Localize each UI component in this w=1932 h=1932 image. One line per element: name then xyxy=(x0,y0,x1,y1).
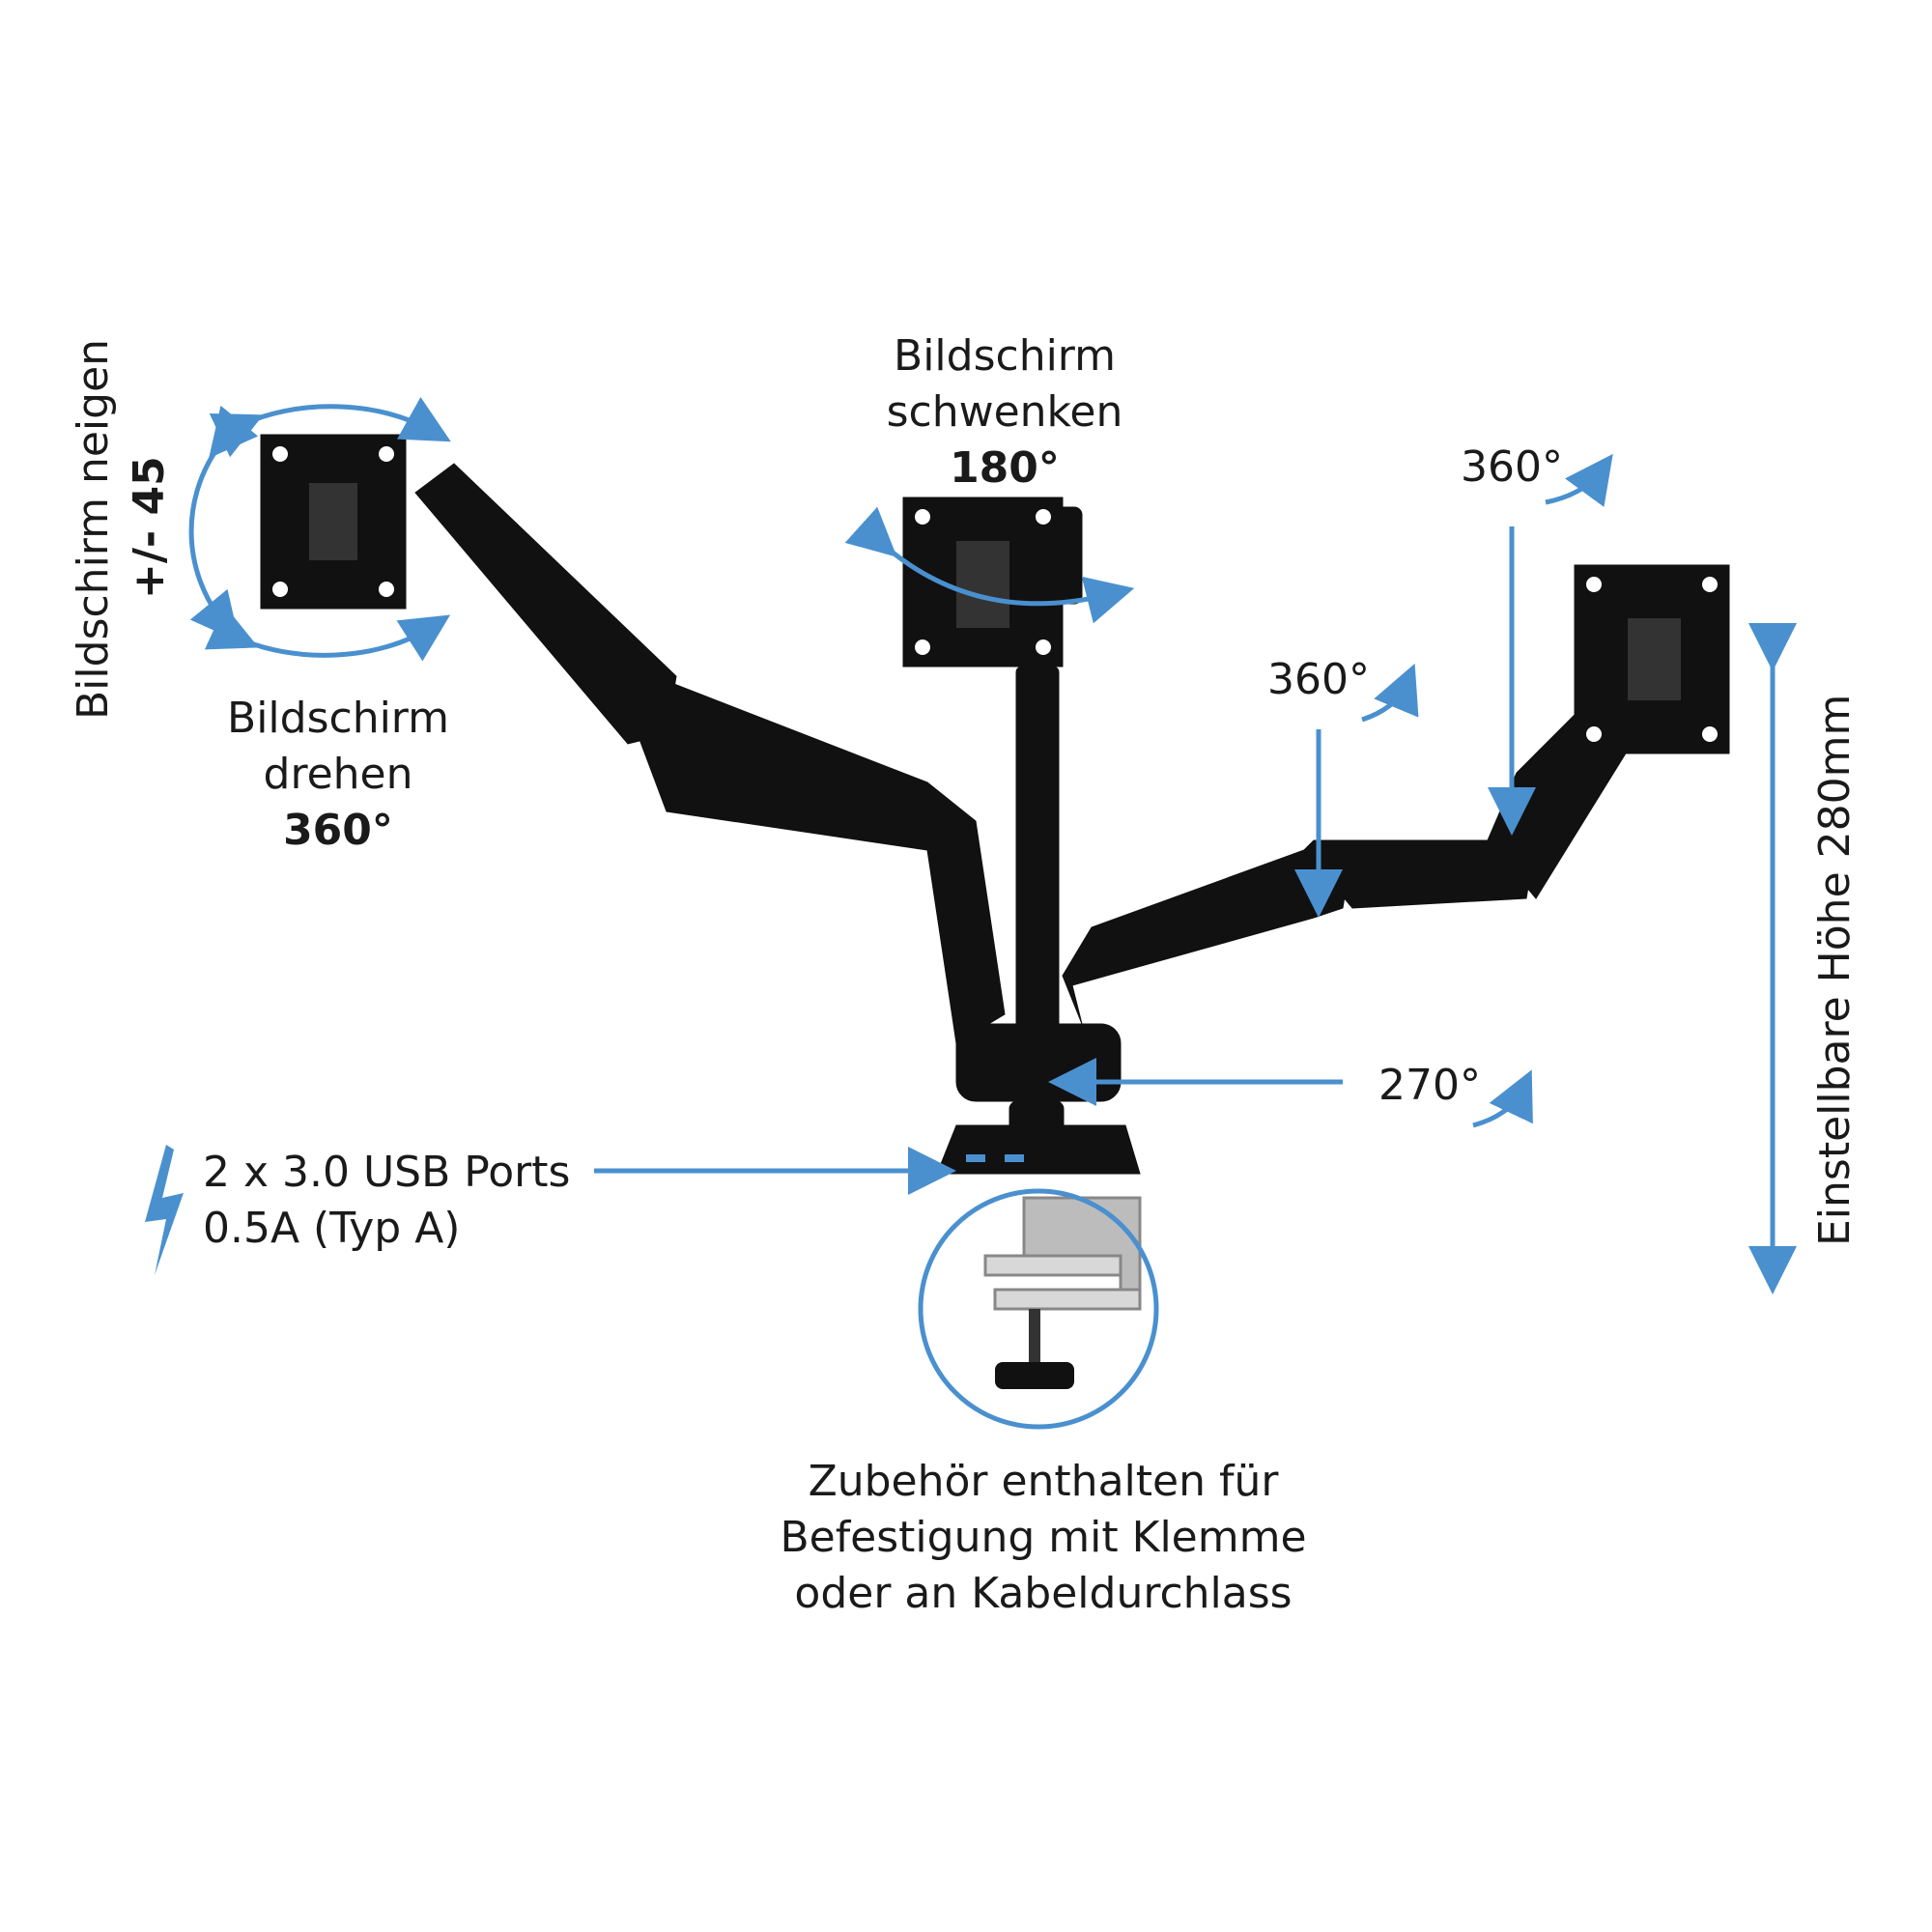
usb-hub xyxy=(936,1124,1141,1175)
usb-label: 2 x 3.0 USB Ports 0.5A (Typ A) xyxy=(203,1145,609,1257)
right-vesa-plate xyxy=(1574,564,1730,754)
tilt-value: +/- 45 xyxy=(125,456,174,599)
base-rotation-degree: 270° xyxy=(1378,1061,1481,1110)
joint-lower-degree: 360° xyxy=(1267,655,1370,704)
right-arm-lower xyxy=(1062,849,1353,1025)
swivel-label-value: 180° xyxy=(950,443,1060,493)
rotate-arc-top xyxy=(209,396,451,458)
rotate-label: Bildschirm drehen 360° xyxy=(193,691,483,859)
clamp-circle xyxy=(918,1188,1159,1430)
accessories-label-line2: Befestigung mit Klemme xyxy=(780,1513,1307,1562)
usb-label-line1: 2 x 3.0 USB Ports xyxy=(203,1148,571,1197)
rotate-arc-bottom xyxy=(204,605,451,662)
rotate-label-value: 360° xyxy=(283,806,393,855)
rotate-label-line1: Bildschirm xyxy=(227,694,449,743)
height-label: Einstellbare Höhe 280mm xyxy=(1810,694,1860,1246)
swivel-label: Bildschirm schwenken 180° xyxy=(850,328,1159,497)
accessories-label-line1: Zubehör enthalten für xyxy=(808,1457,1279,1506)
swivel-label-line1: Bildschirm xyxy=(894,331,1116,381)
usb-label-line2: 0.5A (Typ A) xyxy=(203,1204,461,1253)
tilt-value-text: +/- 45 xyxy=(125,456,174,599)
left-vesa-plate xyxy=(260,434,407,610)
accessories-label-line3: oder an Kabeldurchlass xyxy=(794,1569,1293,1618)
height-label-text: Einstellbare Höhe 280mm xyxy=(1810,694,1860,1246)
tilt-label: Bildschirm neigen xyxy=(69,338,118,720)
swivel-label-line2: schwenken xyxy=(886,387,1123,437)
lightning-bolt-icon xyxy=(145,1145,184,1275)
joint-upper-degree: 360° xyxy=(1461,442,1563,492)
tilt-label-line1: Bildschirm neigen xyxy=(69,338,118,720)
tilt-arc xyxy=(188,405,259,642)
swivel-arc xyxy=(844,506,1135,624)
annotations xyxy=(188,396,1797,1430)
clamp-illustration xyxy=(983,1196,1142,1389)
center-vesa-plate xyxy=(902,497,1083,668)
rotate-label-line2: drehen xyxy=(263,750,413,799)
left-arm-lower xyxy=(637,680,1006,1044)
accessories-label: Zubehör enthalten für Befestigung mit Kl… xyxy=(753,1454,1333,1622)
mount-base xyxy=(955,1023,1122,1102)
